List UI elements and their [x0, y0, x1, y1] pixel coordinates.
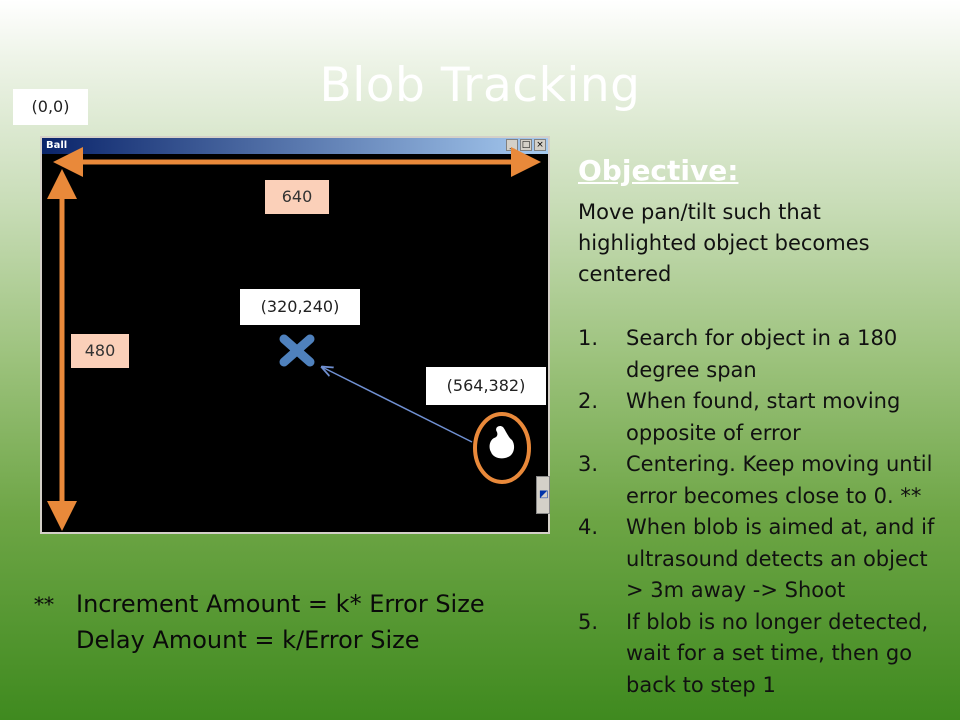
objective-text: Move pan/tilt such that highlighted obje… — [578, 200, 870, 286]
origin-label: (0,0) — [13, 89, 88, 125]
step-text: If blob is no longer detected, wait for … — [626, 609, 929, 697]
list-item: 5. If blob is no longer detected, wait fo… — [578, 607, 948, 702]
objective-heading: Objective: — [578, 154, 739, 187]
step-number: 3. — [578, 452, 599, 476]
height-label: 480 — [71, 334, 129, 368]
step-text: When found, start moving opposite of err… — [626, 389, 901, 445]
step-number: 2. — [578, 389, 599, 413]
taskbar-widget[interactable]: ◩ — [536, 476, 550, 514]
step-text: Centering. Keep moving until error becom… — [626, 452, 933, 508]
step-number: 4. — [578, 515, 599, 539]
error-pointer — [322, 367, 473, 443]
list-item: 2. When found, start moving opposite of e… — [578, 386, 948, 449]
width-label: 640 — [265, 180, 329, 214]
increment-formula: Increment Amount = k* Error Size — [76, 590, 485, 618]
center-label: (320,240) — [240, 289, 360, 325]
list-item: 4. When blob is aimed at, and if ultrasou… — [578, 512, 948, 607]
blob-label: (564,382) — [426, 367, 546, 405]
list-item: 1. Search for object in a 180 degree span — [578, 323, 948, 386]
step-number: 1. — [578, 326, 599, 350]
step-text: When blob is aimed at, and if ultrasound… — [626, 515, 935, 602]
blob-highlight — [473, 412, 531, 484]
slide-title: Blob Tracking — [319, 58, 641, 113]
center-x-marker — [279, 334, 315, 367]
footnote-marker: ** — [34, 592, 54, 616]
list-item: 3. Centering. Keep moving until error bec… — [578, 449, 948, 512]
app-icon: ◩ — [539, 489, 549, 500]
steps-list: 1. Search for object in a 180 degree span… — [578, 323, 948, 701]
step-number: 5. — [578, 609, 599, 634]
window-title: Ball — [46, 140, 68, 151]
step-text: Search for object in a 180 degree span — [626, 326, 898, 382]
blob-shape — [489, 425, 515, 459]
delay-formula: Delay Amount = k/Error Size — [76, 626, 420, 654]
